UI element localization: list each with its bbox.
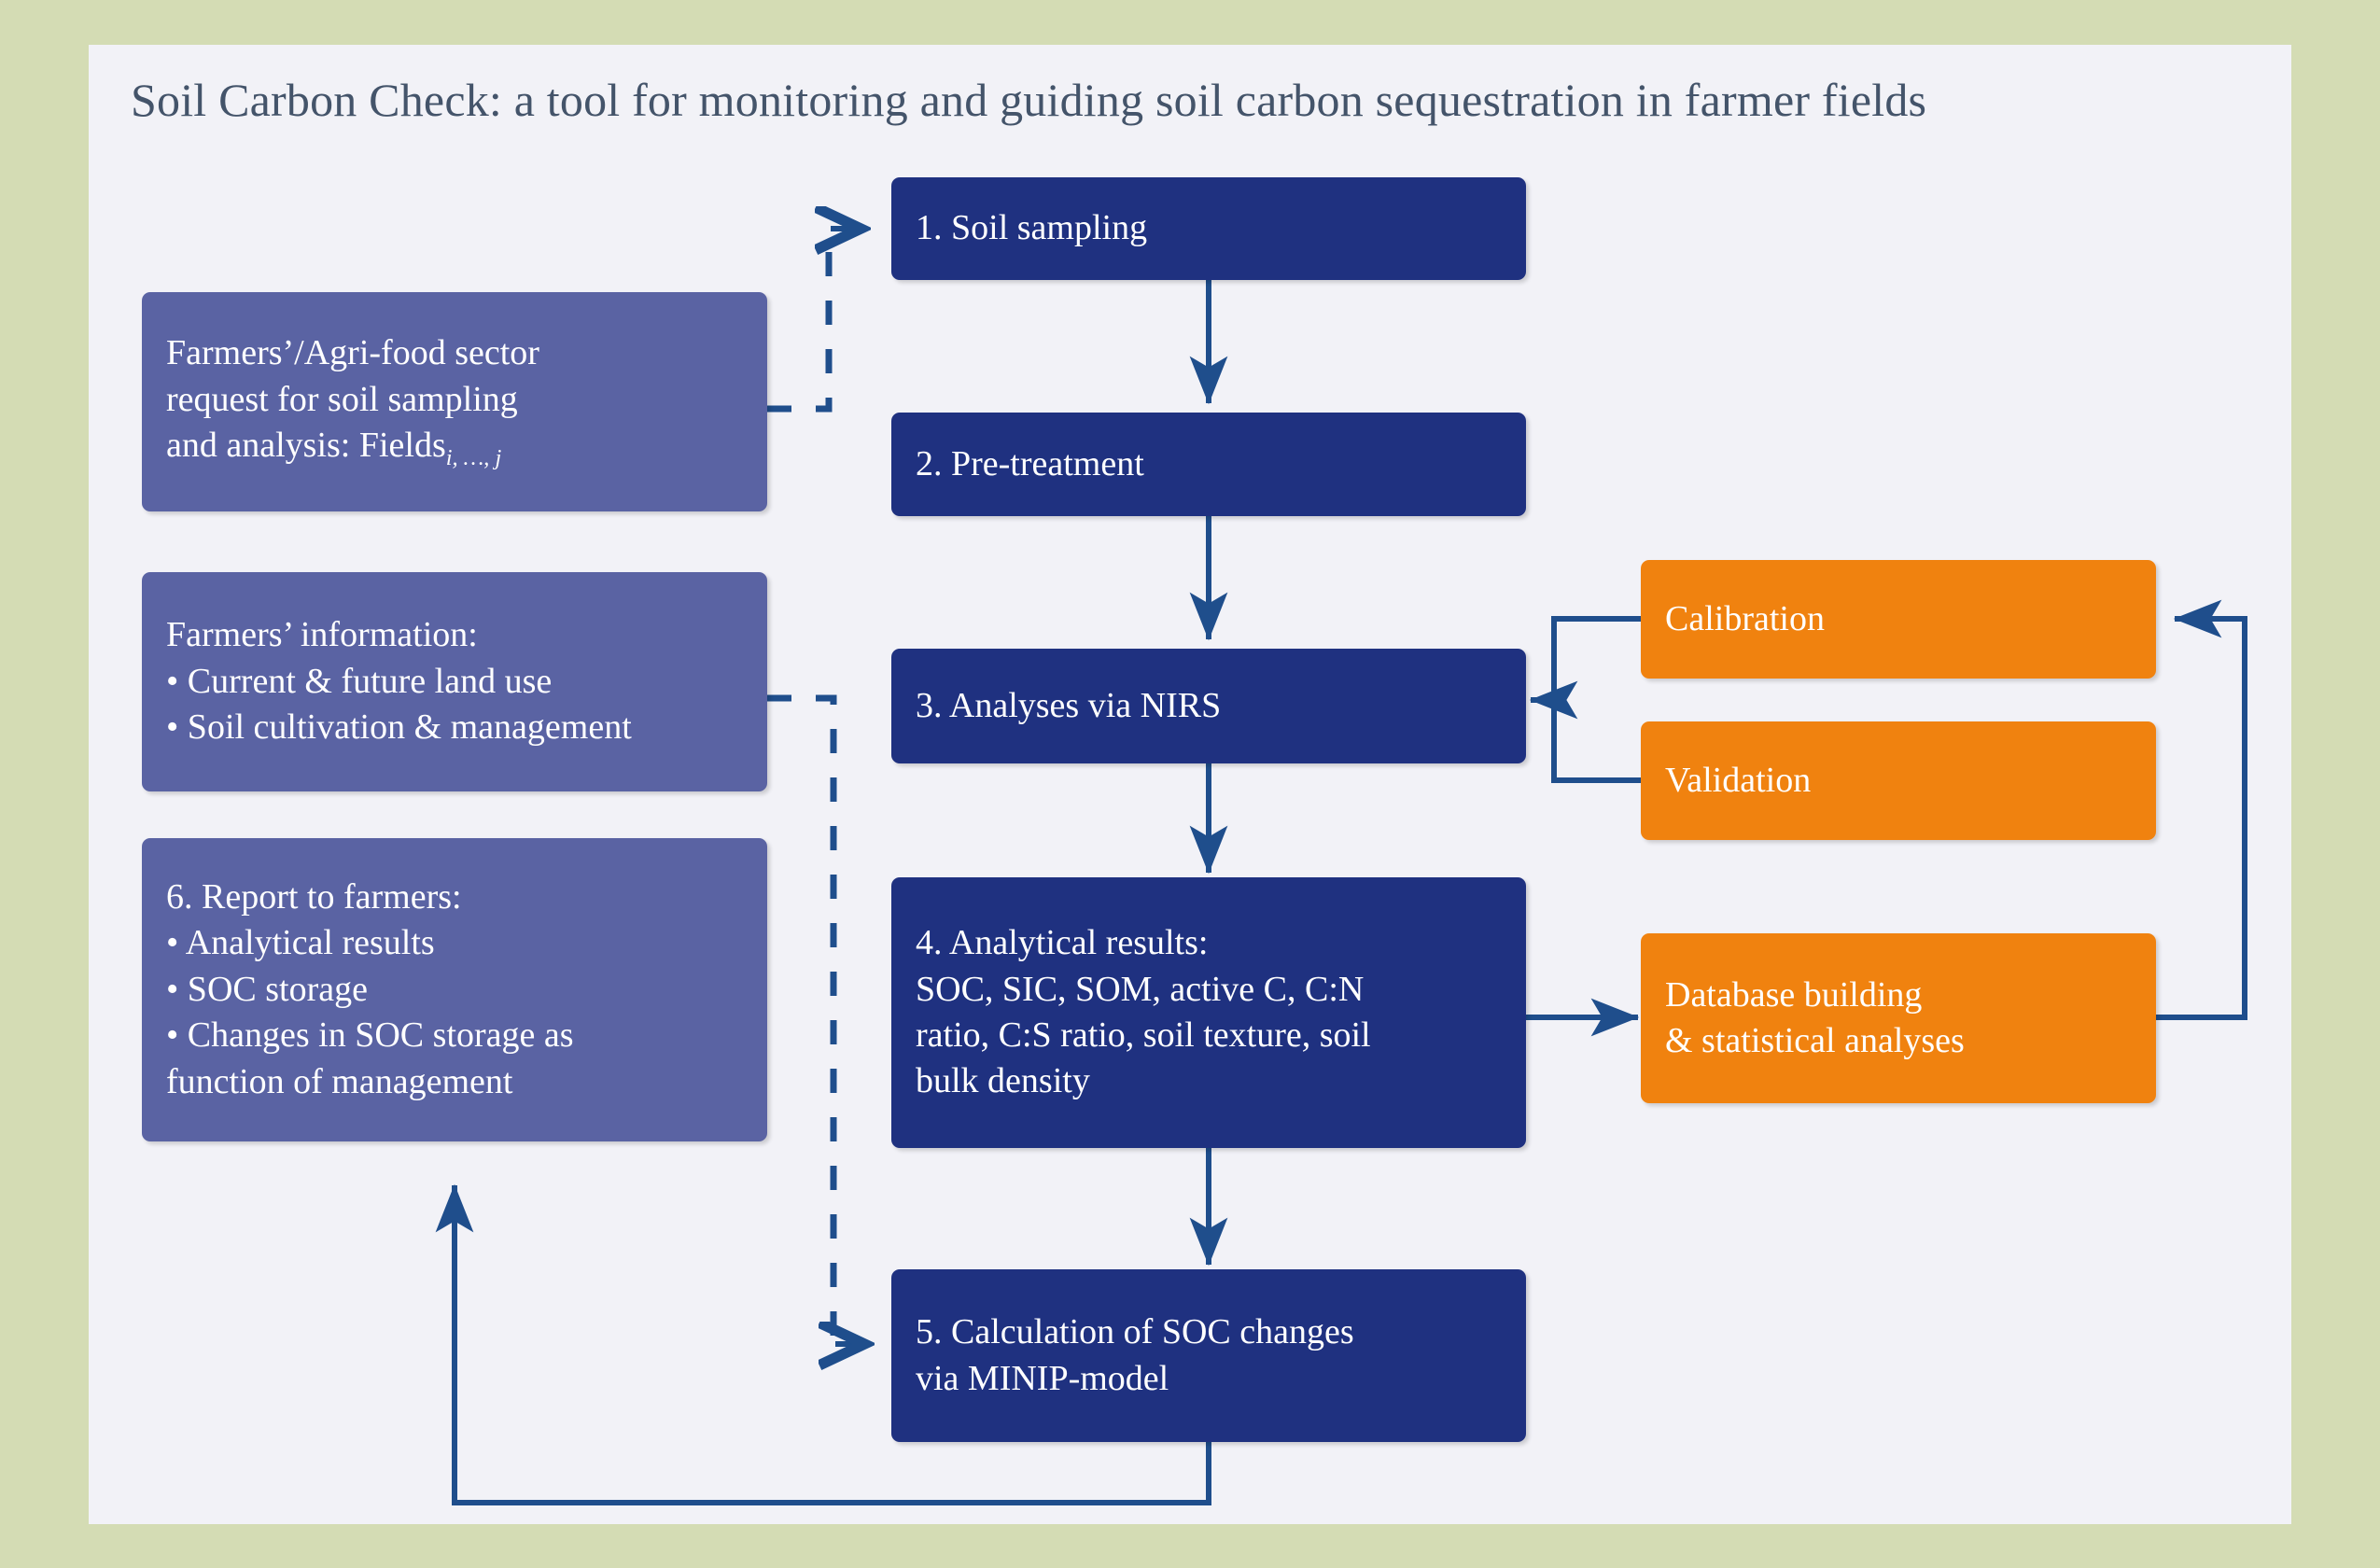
node-request-subscript: i, …, j (445, 445, 502, 471)
node-database[interactable]: Database building & statistical analyses (1641, 933, 2156, 1103)
node-step1[interactable]: 1. Soil sampling (891, 177, 1526, 280)
node-validation-label: Validation (1665, 760, 1812, 800)
node-validation[interactable]: Validation (1641, 721, 2156, 840)
node-farmer-info[interactable]: Farmers’ information: • Current & future… (142, 572, 767, 791)
node-request[interactable]: Farmers’/Agri-food sector request for soi… (142, 292, 767, 511)
node-request-line3: and analysis: Fields (166, 425, 446, 465)
node-step5-label: 5. Calculation of SOC changes via MINIP-… (916, 1312, 1354, 1398)
node-request-line2: request for soil sampling (166, 379, 518, 419)
node-step2[interactable]: 2. Pre-treatment (891, 413, 1526, 516)
page-title: Soil Carbon Check: a tool for monitoring… (131, 74, 1927, 126)
node-calibration[interactable]: Calibration (1641, 560, 2156, 679)
node-database-label: Database building & statistical analyses (1665, 974, 1965, 1060)
node-request-line1: Farmers’/Agri-food sector (166, 333, 539, 373)
node-calibration-label: Calibration (1665, 598, 1825, 638)
node-step4-label: 4. Analytical results: SOC, SIC, SOM, ac… (916, 923, 1371, 1101)
node-step2-label: 2. Pre-treatment (916, 443, 1144, 483)
node-report[interactable]: 6. Report to farmers: • Analytical resul… (142, 838, 767, 1141)
node-step4[interactable]: 4. Analytical results: SOC, SIC, SOM, ac… (891, 877, 1526, 1148)
node-step3[interactable]: 3. Analyses via NIRS (891, 649, 1526, 763)
node-step1-label: 1. Soil sampling (916, 208, 1148, 248)
node-step5[interactable]: 5. Calculation of SOC changes via MINIP-… (891, 1269, 1526, 1442)
node-report-label: 6. Report to farmers: • Analytical resul… (166, 877, 574, 1101)
node-farmer-info-label: Farmers’ information: • Current & future… (166, 615, 632, 748)
node-request-text: Farmers’/Agri-food sector request for soi… (142, 330, 767, 473)
node-step3-label: 3. Analyses via NIRS (916, 685, 1222, 725)
